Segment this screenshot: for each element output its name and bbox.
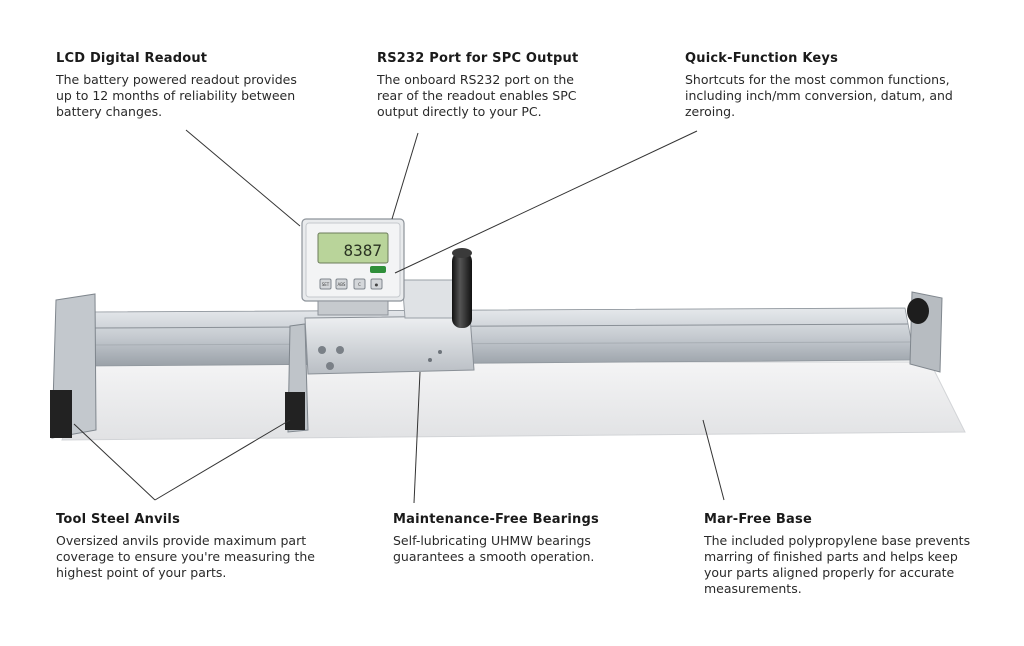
callout-base: Mar-Free Base The included polypropylene… xyxy=(704,512,989,597)
key-power-label: ● xyxy=(375,282,379,287)
key-power xyxy=(370,278,383,290)
leader-lcd xyxy=(185,129,301,227)
rail xyxy=(89,307,916,367)
callout-body: The battery powered readout provides up … xyxy=(56,72,297,119)
key-abs xyxy=(335,278,348,290)
callout-anvils: Tool Steel Anvils Oversized anvils provi… xyxy=(56,512,336,581)
callout-title: LCD Digital Readout xyxy=(56,51,208,66)
callout-lcd-readout: LCD Digital Readout The battery powered … xyxy=(56,51,316,120)
leader-base xyxy=(702,419,725,501)
callout-body: Oversized anvils provide maximum part co… xyxy=(56,533,315,580)
right-end-knob xyxy=(907,298,929,324)
callout-title: Mar-Free Base xyxy=(704,512,812,527)
callout-body: The onboard RS232 port on the rear of th… xyxy=(377,72,577,119)
carriage-knob xyxy=(452,252,472,328)
sliding-anvil-face xyxy=(285,392,305,430)
callout-body: Shortcuts for the most common functions,… xyxy=(685,72,953,119)
leader-anvil-right xyxy=(154,419,291,501)
callout-rs232: RS232 Port for SPC Output The onboard RS… xyxy=(377,51,592,120)
callout-title: Quick-Function Keys xyxy=(685,51,839,66)
callout-title: Maintenance-Free Bearings xyxy=(393,512,599,527)
left-anvil-face xyxy=(50,390,72,438)
callout-title: Tool Steel Anvils xyxy=(56,512,181,527)
leader-rs232 xyxy=(391,132,419,220)
callout-body: Self-lubricating UHMW bearings guarantee… xyxy=(393,533,595,564)
lcd-screen xyxy=(317,232,389,264)
key-abs-label: ABS xyxy=(338,282,346,287)
callout-body: The included polypropylene base prevents… xyxy=(704,533,971,596)
key-set-label: SET xyxy=(322,282,330,287)
brand-badge xyxy=(370,266,386,273)
leader-anvil-left xyxy=(73,423,156,501)
leader-lines xyxy=(73,129,725,504)
leader-keys xyxy=(394,130,698,274)
callout-bearings: Maintenance-Free Bearings Self-lubricati… xyxy=(393,512,623,565)
mar-free-base xyxy=(61,361,966,441)
key-c xyxy=(353,278,366,290)
callout-title: RS232 Port for SPC Output xyxy=(377,51,579,66)
lcd-value: 8387 xyxy=(343,241,382,260)
key-c-label: C xyxy=(358,282,361,287)
callout-quick-keys: Quick-Function Keys Shortcuts for the mo… xyxy=(685,51,975,120)
leader-bearings xyxy=(413,371,421,504)
key-set xyxy=(319,278,332,290)
